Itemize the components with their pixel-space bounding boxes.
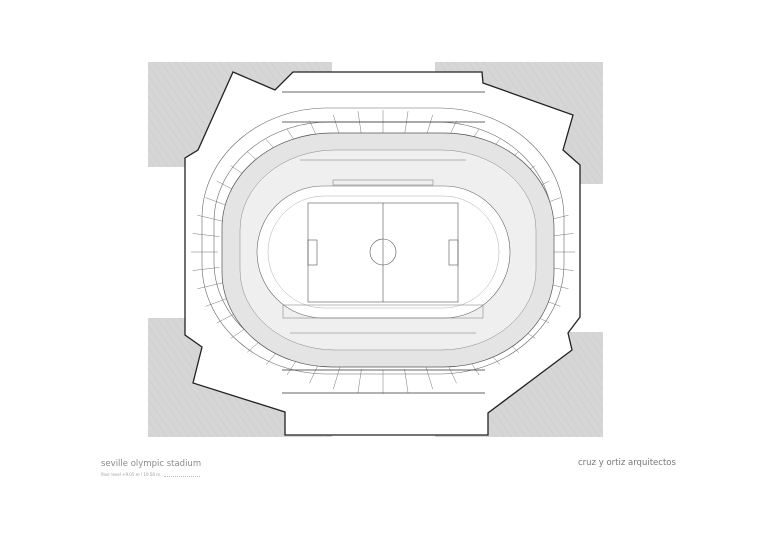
football-pitch xyxy=(307,202,459,303)
track-inner xyxy=(267,195,500,309)
floor-level-label: floor level +9.05 m / 10.58 m xyxy=(101,472,161,477)
architect-credit: cruz y ortiz arquitectos xyxy=(578,458,676,468)
bay-line xyxy=(357,111,362,136)
bay-line xyxy=(404,111,409,136)
bay-line xyxy=(192,267,220,271)
stands-blocks xyxy=(282,91,485,394)
bay-line xyxy=(404,368,409,393)
bay-line xyxy=(197,215,224,222)
drawing-title: seville olympic stadium xyxy=(101,459,202,469)
bay-line xyxy=(357,368,362,393)
scale-bar xyxy=(164,474,200,477)
running-track xyxy=(256,185,511,319)
straights xyxy=(282,159,484,334)
bay-line xyxy=(197,282,224,289)
bay-line xyxy=(192,233,220,237)
